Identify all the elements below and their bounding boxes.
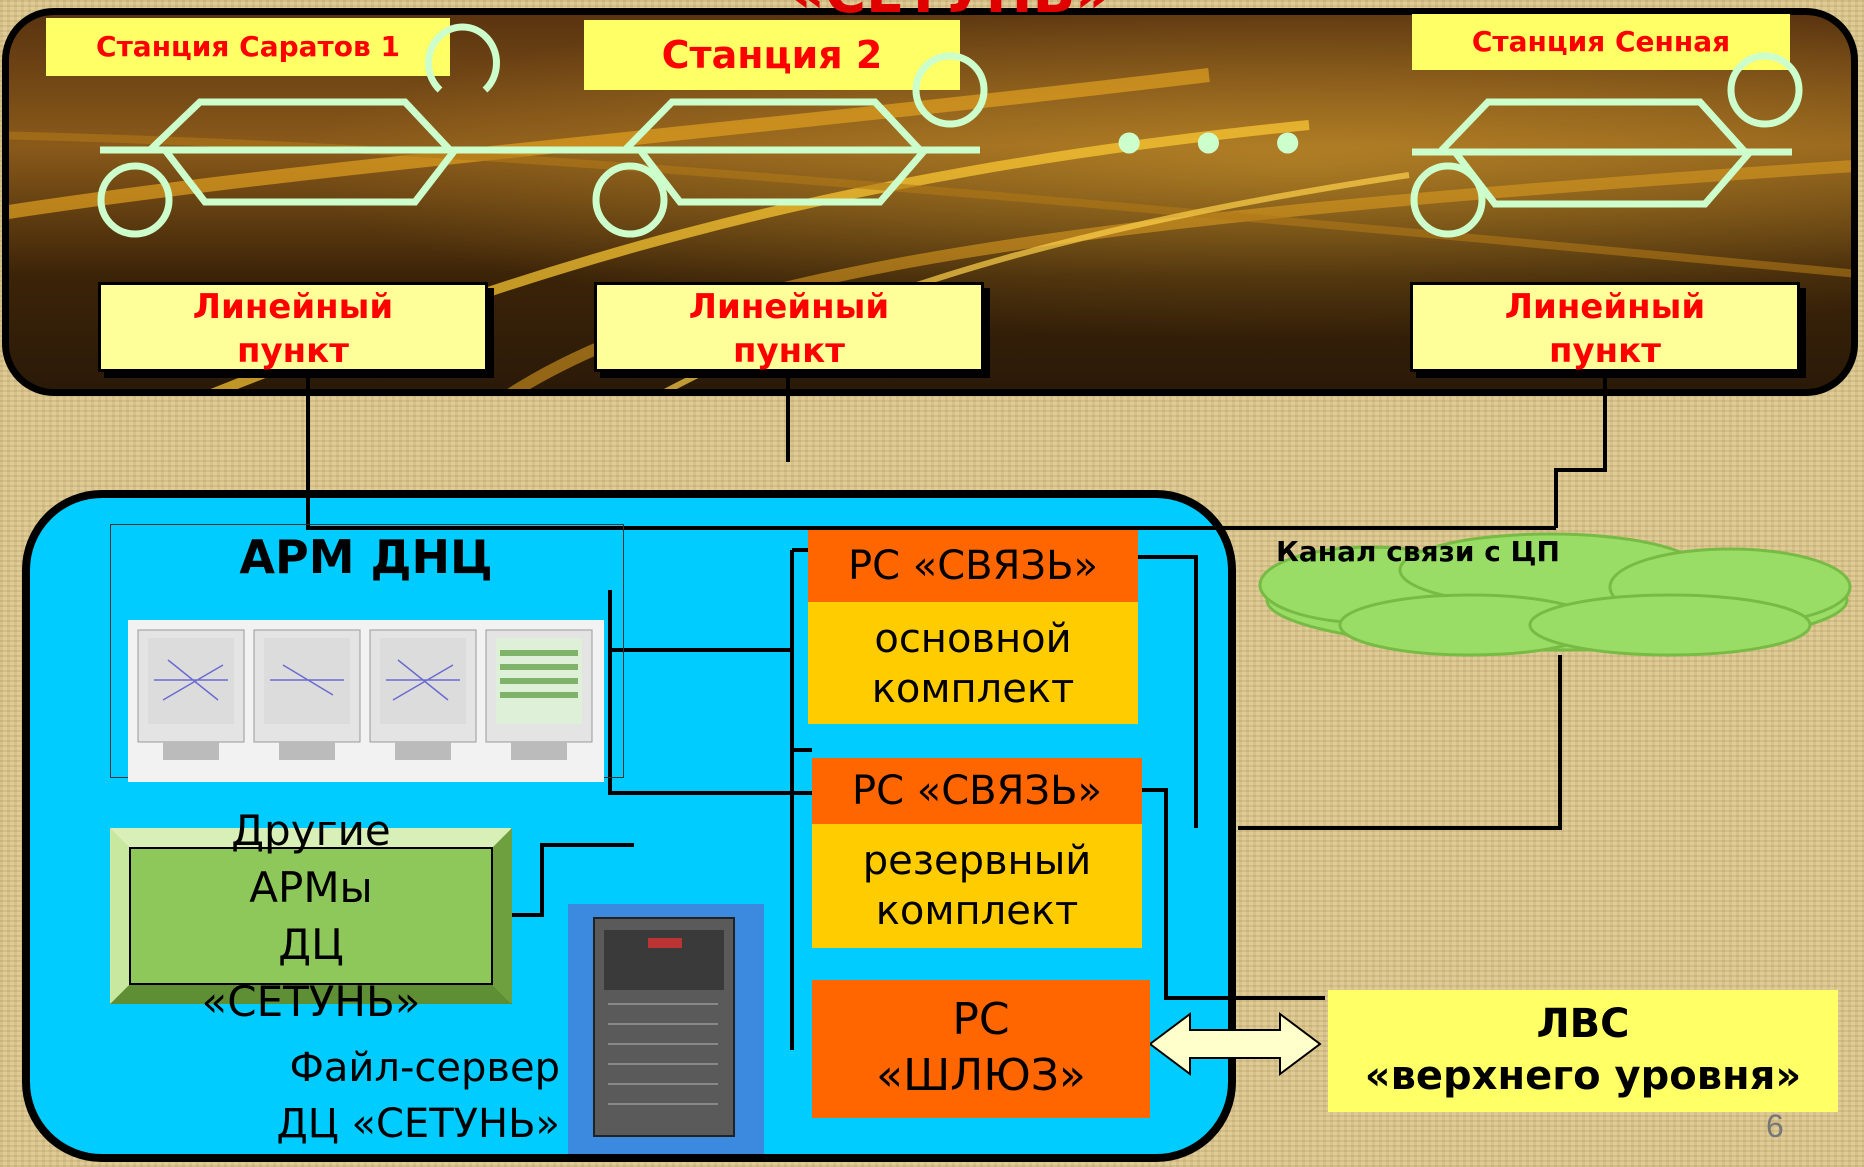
bidirectional-arrow-icon [1150, 1014, 1320, 1074]
rs-reserve-line1: резервный [812, 836, 1142, 886]
other-arms-label: Другие АРМы ДЦ «СЕТУНЬ» [110, 802, 512, 1030]
other-arms-line2: АРМы [110, 859, 512, 916]
lvs-line1: ЛВС [1328, 998, 1838, 1050]
lvs-line2: «верхнего уровня» [1328, 1050, 1838, 1102]
server-tower-image [568, 904, 764, 1154]
arm-dnc-title: АРМ ДНЦ [110, 530, 622, 584]
file-server-label: Файл-сервер ДЦ «СЕТУНЬ» [250, 1040, 560, 1152]
other-arms-line3: ДЦ [110, 916, 512, 973]
rs-main-body: основной комплект [808, 602, 1138, 724]
rs-gateway-box: РС «ШЛЮЗ» [812, 980, 1150, 1118]
file-server-line2: ДЦ «СЕТУНЬ» [250, 1096, 560, 1152]
rs-reserve-body: резервный комплект [812, 824, 1142, 948]
rs-main-line2: комплект [808, 664, 1138, 714]
file-server-line1: Файл-сервер [250, 1040, 560, 1096]
other-arms-line4: «СЕТУНЬ» [110, 973, 512, 1030]
rs-gateway-line2: «ШЛЮЗ» [812, 1048, 1150, 1104]
rs-gateway-line1: РС [812, 992, 1150, 1048]
other-arms-line1: Другие [110, 802, 512, 859]
workstation-monitors-image [128, 620, 604, 782]
rs-reserve-line2: комплект [812, 886, 1142, 936]
page-number: 6 [1766, 1108, 1784, 1145]
rs-reserve-header: РС «СВЯЗЬ» [812, 758, 1142, 824]
rs-main-line1: основной [808, 614, 1138, 664]
rs-main-header: РС «СВЯЗЬ» [808, 530, 1138, 602]
lvs-upper-level: ЛВС «верхнего уровня» [1328, 990, 1838, 1112]
